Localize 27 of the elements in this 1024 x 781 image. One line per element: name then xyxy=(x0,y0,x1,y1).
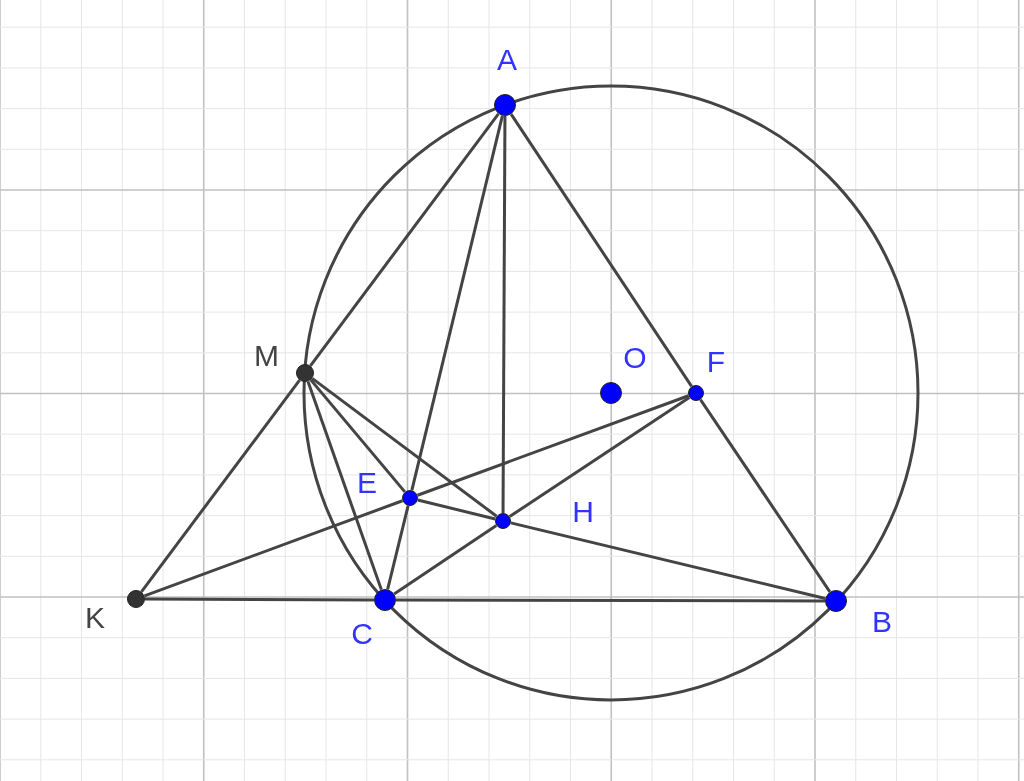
point-label: B xyxy=(871,605,893,639)
line-segment xyxy=(417,498,496,521)
point-label: F xyxy=(705,345,727,379)
line-segment xyxy=(143,499,403,598)
point-label: A xyxy=(496,43,518,77)
line-segment xyxy=(410,115,504,491)
line-segment xyxy=(311,377,498,518)
line-segment xyxy=(417,394,689,497)
line-segment xyxy=(309,378,406,493)
line-segment xyxy=(699,398,832,593)
line-segment xyxy=(509,113,693,388)
point-label: H xyxy=(571,495,595,529)
point-label: O xyxy=(623,341,647,375)
line-segment xyxy=(145,597,374,602)
line-segment xyxy=(306,381,383,591)
point-label: K xyxy=(84,601,106,635)
line-segment xyxy=(501,116,507,513)
line-segment xyxy=(510,521,826,600)
point-label: M xyxy=(254,339,278,373)
line-segment xyxy=(393,524,498,596)
line-segment xyxy=(309,112,500,367)
point-label: E xyxy=(356,466,378,500)
point-label: C xyxy=(350,617,374,651)
line-segment xyxy=(140,379,301,593)
line-segment xyxy=(386,505,410,590)
line-segment xyxy=(508,396,691,518)
line-segment xyxy=(396,598,825,603)
